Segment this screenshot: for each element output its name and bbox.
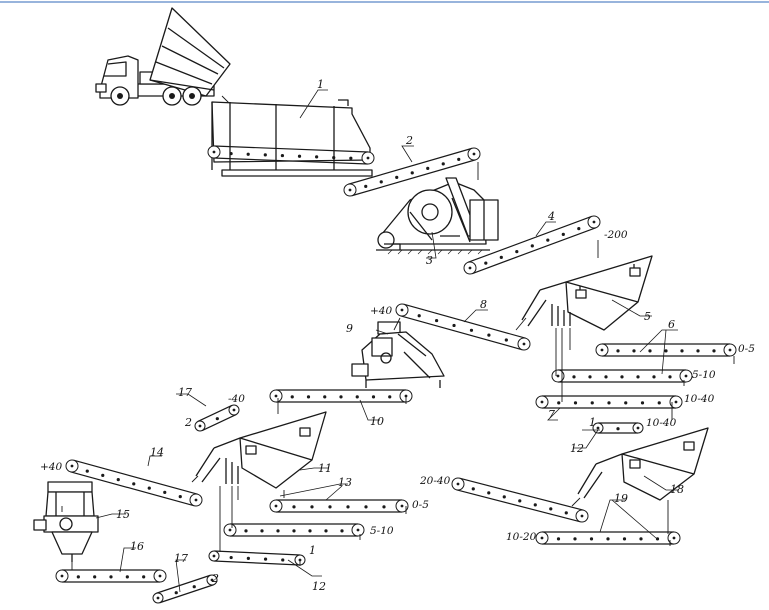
label-8: 8 [480, 298, 487, 311]
jaw-crusher-icon [376, 177, 499, 255]
label-19: 19 [614, 492, 628, 505]
fraction-labels: -200 +40 0-5 5-10 10-40 10-40 -40 +40 0-… [40, 229, 755, 543]
label-13: 13 [338, 476, 352, 489]
conveyor-10 [269, 389, 413, 403]
conveyor-12-right [592, 422, 644, 434]
label-7: 7 [548, 408, 555, 421]
fraction-5-10-b: 5-10 [370, 525, 394, 537]
item-labels: 1 2 3 4 5 6 7 8 9 10 11 12 13 14 15 16 1… [116, 78, 684, 593]
conveyor-13-a [269, 499, 409, 513]
label-16: 16 [130, 540, 144, 553]
label-1-right: 1 [589, 416, 596, 429]
vibrating-screen-icon [577, 427, 709, 501]
conveyor-7 [535, 395, 683, 409]
fraction-10-20: 10-20 [506, 531, 537, 543]
label-17-bottom: 17 [174, 552, 188, 565]
label-4: 4 [547, 210, 555, 223]
label-3: 3 [426, 254, 433, 267]
label-10: 10 [370, 415, 384, 428]
conveyor-2 [343, 147, 481, 197]
conveyor-17-top [194, 404, 240, 432]
fraction-20-40: 20-40 [419, 475, 451, 487]
conveyor-13-b [223, 523, 365, 537]
conveyor-belts [55, 145, 737, 604]
flow-arrows [61, 162, 735, 570]
label-1: 1 [317, 78, 324, 91]
label-5: 5 [644, 310, 651, 323]
label-2-bottom: 2 [211, 572, 219, 585]
conveyor-19-b [535, 531, 681, 545]
fraction-10-40-a: 10-40 [684, 393, 715, 405]
label-14: 14 [150, 446, 164, 459]
conveyor-17-bottom [152, 574, 218, 604]
fraction-minus-200: -200 [604, 229, 628, 241]
fraction-plus-40-left: +40 [40, 461, 62, 473]
fraction-minus-40: -40 [228, 393, 245, 405]
label-18: 18 [670, 483, 684, 496]
conveyor-4 [463, 215, 601, 275]
vibrating-screen-icon [521, 255, 653, 331]
fraction-0-5-a: 0-5 [738, 343, 755, 355]
vibrating-screen-icon [195, 411, 327, 489]
conveyor-14 [65, 459, 203, 507]
conveyor-12-bottom [208, 550, 306, 566]
conveyor-16 [55, 569, 167, 583]
label-17-top: 17 [178, 386, 192, 399]
label-6: 6 [668, 318, 675, 331]
fraction-5-10-a: 5-10 [692, 369, 716, 381]
label-leaders [95, 89, 678, 593]
cone-crusher-icon [351, 321, 445, 388]
label-9: 9 [346, 322, 353, 335]
conveyor-6-b [551, 369, 693, 383]
label-2-top: 2 [184, 416, 192, 429]
conveyor-8 [395, 303, 531, 351]
fraction-plus-40-top: +40 [370, 305, 392, 317]
label-12-right: 12 [570, 442, 584, 455]
fraction-10-40-b: 10-40 [646, 417, 677, 429]
conveyor-19-a [451, 477, 589, 523]
label-12-bottom: 12 [312, 580, 326, 593]
label-11: 11 [318, 462, 332, 475]
label-1-bottom: 1 [309, 544, 316, 557]
label-2: 2 [405, 134, 413, 147]
receiving-feeder [211, 99, 373, 177]
dump-truck-icon [95, 7, 233, 107]
label-15: 15 [116, 508, 130, 521]
cone-crusher-icon [33, 481, 99, 562]
fraction-0-5-b: 0-5 [412, 499, 429, 511]
conveyor-6-a [595, 343, 737, 357]
feeder-belt [207, 145, 375, 165]
